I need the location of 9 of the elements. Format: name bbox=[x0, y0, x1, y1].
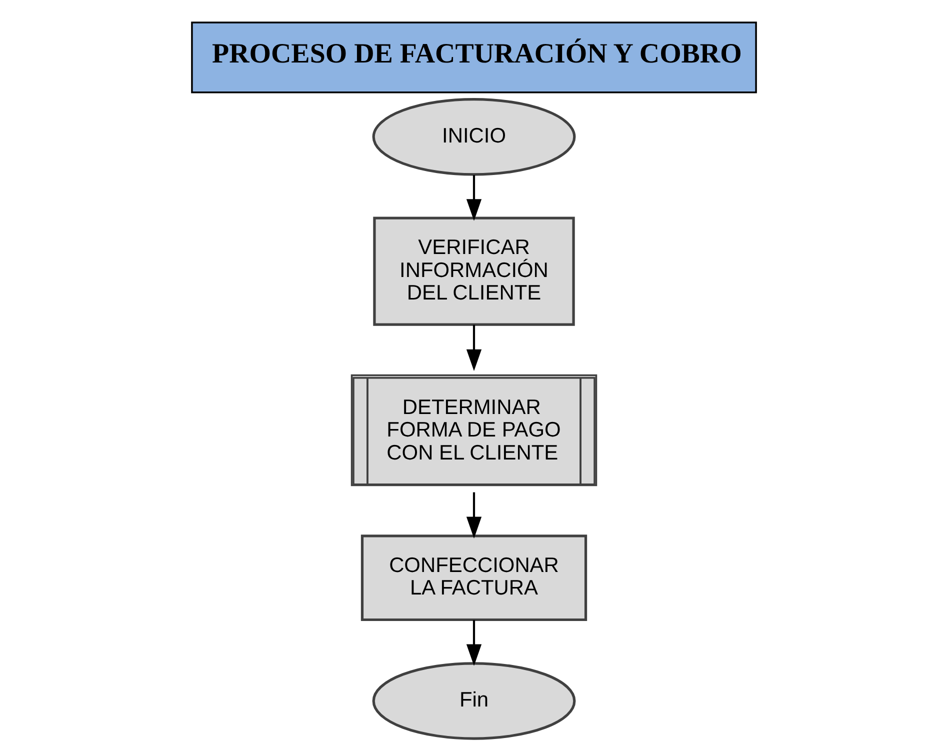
node-ellipse: INICIO bbox=[372, 98, 576, 176]
node-ellipse: Fin bbox=[372, 662, 576, 740]
node-box: CONFECCIONAR LA FACTURA bbox=[360, 534, 588, 622]
arrow bbox=[466, 620, 482, 666]
arrow bbox=[466, 492, 482, 538]
arrow bbox=[466, 175, 482, 221]
node-box: VERIFICAR INFORMACIÓN DEL CLIENTE bbox=[373, 216, 575, 326]
arrow bbox=[466, 324, 482, 371]
diagram-title: PROCESO DE FACTURACIÓN Y COBRO bbox=[212, 38, 742, 70]
